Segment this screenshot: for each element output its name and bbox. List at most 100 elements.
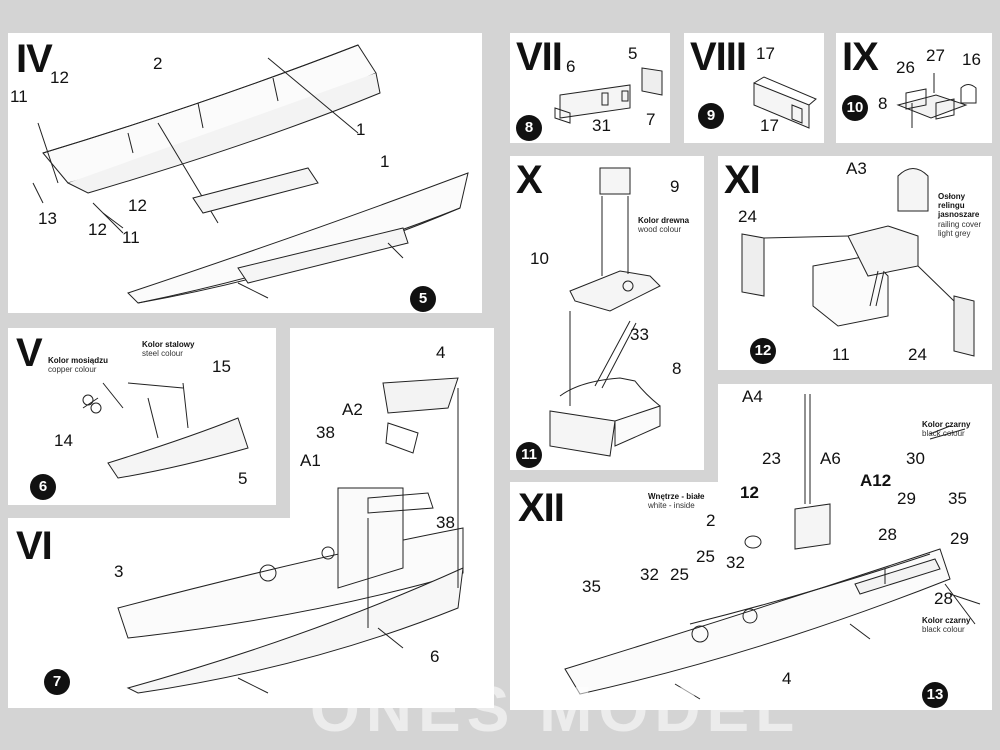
part-label: 23 [762,449,781,468]
step-v-panel: V Kolor mosiądzu copper colour Kolor sta… [8,328,276,505]
part-label: 6 [566,57,576,76]
part-label: 35 [582,577,601,596]
part-label: 12 [50,68,69,87]
part-label: 7 [646,110,656,129]
step-xi-title: XI [724,158,761,202]
step-xii-title: XII [518,486,565,530]
part-label: A4 [742,387,763,406]
note-polish: Osłony relingu jasnoszare [938,192,980,220]
step-v-title: V [16,331,43,375]
part-label: 38 [436,513,455,532]
step-number-badge: 9 [698,103,724,129]
note-polish: Kolor mosiądzu [48,356,109,365]
step-ix-drawing [896,73,977,128]
step-iv-title: IV [16,37,53,81]
part-label: 16 [962,50,981,69]
part-label: 11 [10,87,28,106]
part-label: A6 [820,449,841,468]
step-v-drawing [82,382,249,479]
part-label: 31 [592,116,611,135]
part-label: 6 [430,647,440,666]
part-label: 26 [896,58,915,77]
part-label: A2 [342,400,363,419]
step-vi-drawing [117,377,464,694]
step-ix-title: IX [842,35,879,79]
step-x-drawing [549,167,661,457]
part-label: 9 [670,177,680,196]
part-label: 8 [672,359,682,378]
step-number-badge: 7 [44,669,70,695]
part-label: 24 [738,207,757,226]
step-number-badge: 10 [842,95,868,121]
part-label: 35 [948,489,967,508]
part-label: A12 [860,471,892,490]
note-english: railing cover light grey [938,219,982,238]
part-label: 14 [54,431,73,450]
step-vii-drawing [554,67,663,124]
note-english: white - inside [648,501,695,511]
part-label: 10 [530,249,549,268]
part-label: 17 [756,44,775,63]
part-label: 28 [934,589,953,608]
part-label: 2 [706,511,716,530]
part-label: 27 [926,46,945,65]
step-xi-panel: XI A3 Osłony relingu jasnoszare railing … [718,156,992,370]
part-label: 1 [380,152,390,171]
note-english: black colour [922,625,965,635]
part-label: 1 [356,120,366,139]
note-english: black colour [922,429,965,439]
note-polish: Wnętrze - białe [648,492,705,501]
step-viii-drawing [753,76,817,129]
step-number-badge: 13 [922,682,948,708]
note-polish: Kolor czarny [922,616,971,625]
step-number-badge: 5 [410,286,436,312]
part-label: 4 [436,343,446,362]
wood-colour-note: Kolor drewna wood colour [638,216,689,234]
part-label: 24 [908,345,927,364]
black-colour-note-top: Kolor czarny black colour [922,420,970,438]
part-label: 32 [726,553,745,572]
step-vi-title: VI [16,524,53,568]
black-colour-note-bottom: Kolor czarny black colour [922,616,970,634]
part-label: 5 [238,469,248,488]
part-label: 4 [782,669,792,688]
note-polish: Kolor drewna [638,216,690,225]
part-label: A3 [846,159,867,178]
part-label: 12 [128,196,147,215]
part-label: A1 [300,451,321,470]
part-label: 11 [832,345,850,364]
step-viii-title: VIII [690,35,747,79]
step-number-badge: 12 [750,338,776,364]
step-number-badge: 6 [30,474,56,500]
step-ix-panel: IX 26 27 16 8 10 [836,33,992,143]
inside-white-note: Wnętrze - białe white - inside [648,492,704,510]
part-label: 12 [740,483,759,502]
part-label: 8 [878,94,888,113]
watermark: ONES MODEL [310,673,801,745]
copper-colour-note: Kolor mosiądzu copper colour [48,356,108,374]
step-number-badge: 11 [516,442,542,468]
step-x-title: X [516,158,543,202]
part-label: 25 [670,565,689,584]
part-label: 32 [640,565,659,584]
part-label: 29 [950,529,969,548]
part-label: 33 [630,325,649,344]
step-xii-drawing [564,394,981,700]
step-number-badge: 8 [516,115,542,141]
part-label: 11 [122,228,140,247]
step-xii-panel: XII A4 23 A6 30 12 A12 29 35 Wnętrze - b… [510,384,992,710]
step-viii-panel: VIII 17 17 9 [684,33,824,143]
note-english: wood colour [638,225,682,235]
part-label: 29 [897,489,916,508]
step-x-panel: X 9 Kolor drewna wood colour 10 33 8 11 [510,156,704,470]
part-label: 30 [906,449,925,468]
part-label: 13 [38,209,57,228]
part-label: 3 [114,562,124,581]
note-polish: Kolor czarny [922,420,971,429]
part-label: 12 [88,220,107,239]
note-polish: Kolor stalowy [142,340,195,349]
step-vii-title: VII [516,35,563,79]
step-iv-panel: IV 11 12 2 1 1 13 12 12 11 5 [8,33,482,313]
part-label: 17 [760,116,779,135]
note-english: steel colour [142,349,183,359]
